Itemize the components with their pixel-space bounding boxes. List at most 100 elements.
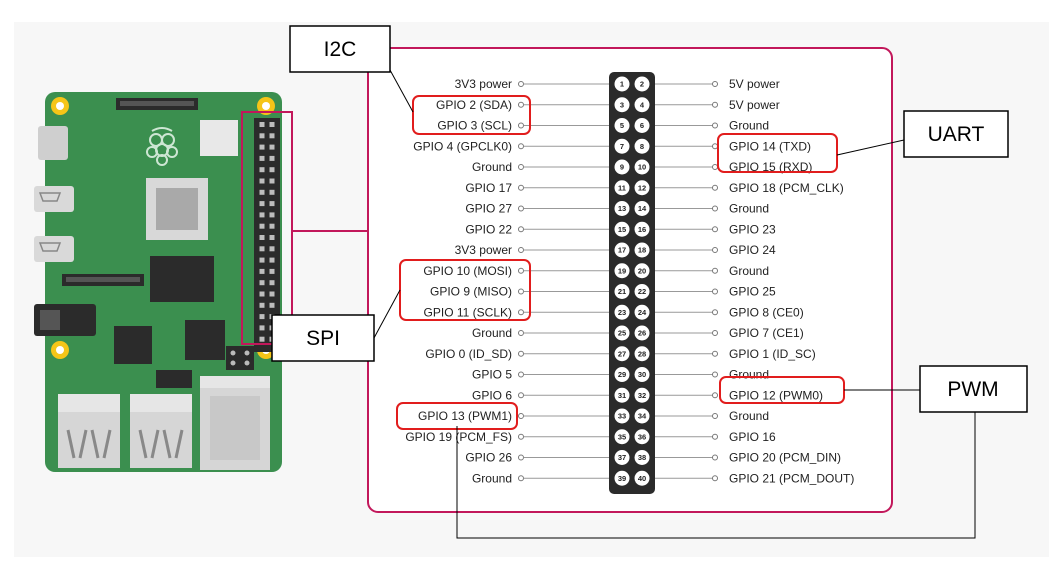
board-pin	[259, 235, 265, 240]
board-pin	[259, 223, 265, 229]
pin-label-left: GPIO 22	[465, 222, 512, 236]
board-pin	[269, 122, 275, 127]
pin-number-circle	[634, 221, 650, 237]
board-pin	[259, 314, 265, 320]
pin-number: 2	[640, 80, 644, 89]
board-pin	[259, 268, 265, 274]
pin-number: 36	[638, 432, 646, 441]
board-pin	[269, 155, 275, 161]
pin-number-circle	[634, 387, 650, 403]
board-pin	[259, 212, 265, 218]
pin-connector-dot	[518, 433, 524, 440]
pin-number-circle	[634, 470, 650, 486]
pin-number: 27	[618, 349, 626, 358]
pin-number-circle	[614, 450, 630, 465]
pin-label-right: GPIO 18 (PCM_CLK)	[729, 181, 844, 195]
pin-row: Ground GPIO 21 (PCM_DOUT)	[472, 471, 854, 485]
pin-connector-dot	[712, 309, 718, 316]
board-pin	[259, 167, 265, 173]
pin-number: 23	[618, 308, 626, 317]
pwm1-callout-line	[456, 412, 976, 539]
pin-connector-dot	[518, 330, 524, 336]
pin-label-left: 3V3 power	[455, 243, 512, 257]
pin-connector-dot	[712, 184, 718, 191]
wifi-module	[200, 120, 238, 156]
pin-number-circle	[634, 76, 650, 92]
pin-number-circle	[634, 180, 650, 196]
board-pin	[269, 235, 275, 240]
hdmi-port-icon	[34, 236, 74, 262]
pin-number-circle	[634, 118, 650, 133]
uart-callout-line	[836, 139, 905, 156]
usb-controller-chip	[114, 326, 152, 364]
pin-connector-dot	[712, 267, 718, 274]
pin-label-right: GPIO 7 (CE1)	[729, 326, 804, 340]
pin-label-left: GPIO 3 (SCL)	[437, 119, 512, 133]
uart-callout: UART	[903, 110, 1009, 158]
pin-connector-dot	[518, 143, 524, 150]
pin-label-left: GPIO 19 (PCM_FS)	[405, 430, 512, 444]
pin-connector-dot	[518, 226, 524, 233]
pin-connector-dot	[712, 122, 718, 129]
pin-label-left: GPIO 5	[472, 368, 512, 382]
pin-connector-dot	[518, 475, 524, 482]
pin-label-left: GPIO 4 (GPCLK0)	[413, 139, 512, 153]
i2c-highlight-box	[412, 95, 531, 135]
spi-callout: SPI	[271, 314, 375, 362]
pin-number: 14	[638, 204, 647, 213]
uart-highlight-box	[717, 133, 838, 173]
pin-number-circle	[634, 201, 650, 216]
pin-connector-dot	[712, 371, 718, 378]
pin-label-left: Ground	[472, 471, 512, 485]
pin-number: 30	[638, 370, 646, 379]
pin-label-left: Ground	[472, 326, 512, 340]
pin-number: 40	[638, 474, 646, 483]
board-pin	[259, 144, 265, 150]
pin-number: 5	[620, 121, 624, 130]
pin-row: GPIO 3 (SCL)Ground	[437, 119, 769, 133]
pin-label-left: GPIO 2 (SDA)	[436, 98, 512, 112]
pin-number-circle	[614, 408, 630, 424]
pin-label-right: Ground	[729, 264, 769, 278]
pin-number-circle	[634, 97, 650, 113]
pin-number-circle	[634, 367, 650, 382]
pin-label-right: 5V power	[729, 98, 780, 112]
i2c-callout-label: I2C	[324, 38, 357, 61]
pin-connector-dot	[518, 309, 524, 316]
ram-chip	[150, 256, 214, 302]
board-pin	[269, 257, 275, 263]
raspberry-logo-icon	[146, 127, 178, 166]
pin-connector-dot	[712, 205, 718, 212]
pin-connector-dot	[518, 81, 524, 87]
board-pin	[259, 189, 265, 195]
pin-label-right: GPIO 21 (PCM_DOUT)	[729, 471, 854, 485]
pin-number: 18	[638, 246, 646, 255]
pin-connector-dot	[518, 122, 524, 129]
pin-label-right: Ground	[729, 368, 769, 382]
pwm-callout-label: PWM	[947, 378, 998, 401]
pin-number: 32	[638, 391, 646, 400]
pin-label-right: GPIO 14 (TXD)	[729, 139, 811, 153]
pin-number: 39	[618, 474, 626, 483]
pin-number-circle	[614, 97, 630, 113]
pin-connector-dot	[712, 101, 718, 108]
pin-connector-dot	[712, 226, 718, 233]
pin-connector-dot	[712, 350, 718, 357]
pin-connector-dot	[712, 413, 718, 419]
board-pin	[259, 133, 265, 139]
pin-label-right: GPIO 8 (CE0)	[729, 305, 804, 319]
board-pin	[269, 302, 275, 308]
pin-label-right: Ground	[729, 202, 769, 216]
pin-number: 6	[640, 121, 644, 130]
pin-number: 3	[620, 100, 624, 109]
board-pin	[259, 325, 265, 331]
pin-label-right: GPIO 20 (PCM_DIN)	[729, 451, 841, 465]
pin-row: GPIO 4 (GPCLK0) GPIO 14 (TXD)	[413, 139, 811, 153]
pin-number: 16	[638, 225, 646, 234]
pin-number-circle	[634, 304, 650, 320]
